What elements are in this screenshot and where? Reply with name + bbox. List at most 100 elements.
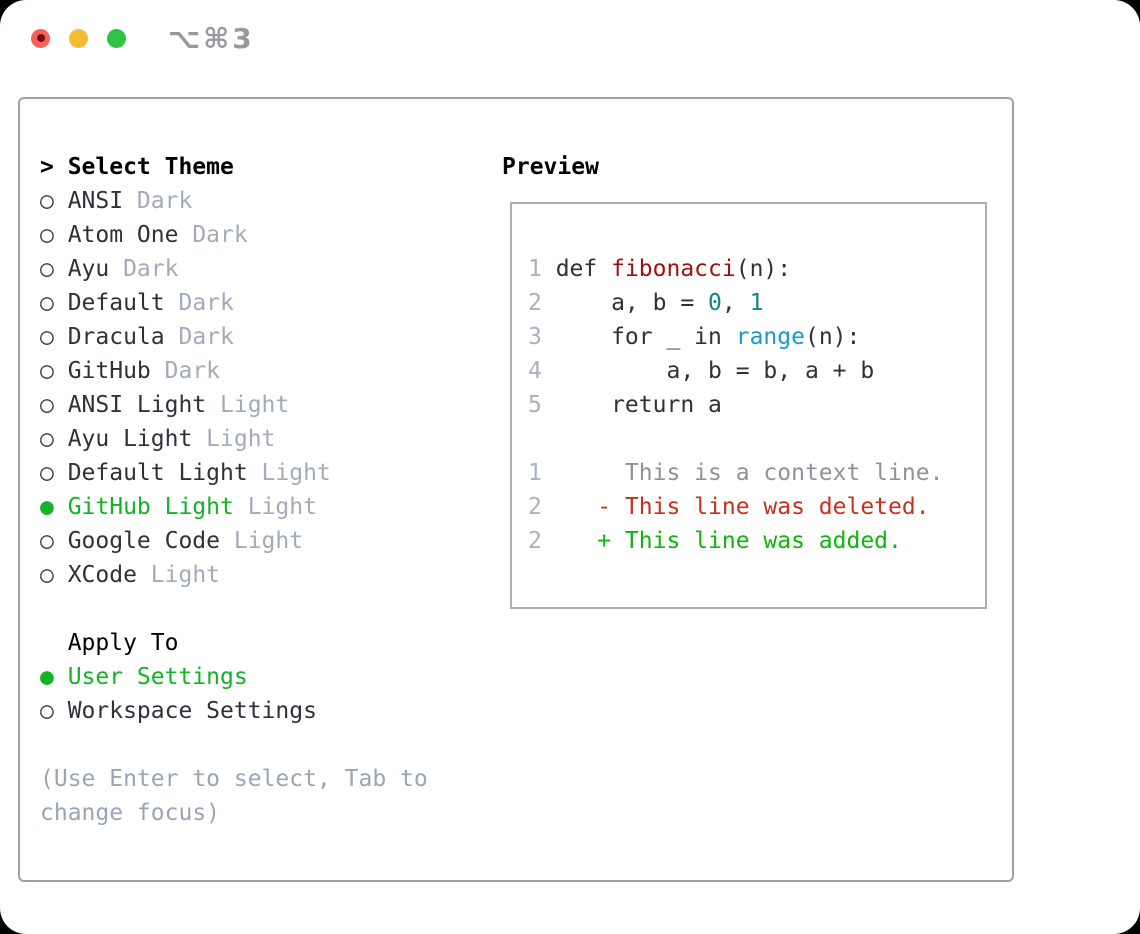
radio-unselected-icon: ○	[40, 358, 54, 384]
theme-option-label: ANSI	[67, 188, 124, 214]
theme-option-label: GitHub Light	[67, 494, 234, 520]
code-segment-code: a, b =	[541, 290, 709, 316]
theme-option-label: Default	[67, 290, 165, 316]
select-theme-label: Select Theme	[67, 154, 234, 180]
code-segment-add: + This line was added.	[541, 528, 902, 554]
radio-selected-icon: ●	[40, 664, 54, 690]
code-segment-num: 1	[749, 290, 764, 316]
code-line: 4 a, b = b, a + b	[528, 354, 985, 388]
apply-to-header: Apply To	[40, 626, 470, 660]
theme-variant-label: Light	[150, 562, 221, 588]
unsaved-dot-icon	[36, 34, 45, 42]
code-line: 2 a, b = 0, 1	[528, 286, 985, 320]
apply-option-user-settings[interactable]: ● User Settings	[40, 660, 470, 694]
line-number: 1	[528, 256, 542, 282]
code-segment-num: 0	[708, 290, 722, 316]
code-segment-code: ,	[721, 290, 750, 316]
code-segment-builtin: range	[735, 324, 805, 350]
theme-option-label: XCode	[67, 562, 137, 588]
theme-option-label: Atom One	[67, 222, 179, 248]
theme-variant-label: Light	[206, 426, 276, 452]
radio-unselected-icon: ○	[40, 460, 54, 486]
theme-option-label: Ayu	[67, 256, 110, 282]
radio-unselected-icon: ○	[40, 256, 54, 282]
apply-option-label: User Settings	[67, 664, 248, 690]
close-button[interactable]	[31, 28, 50, 48]
theme-option-xcode[interactable]: ○ XCode Light	[40, 558, 470, 592]
code-line: 5 return a	[528, 388, 985, 422]
theme-variant-label: Dark	[136, 188, 193, 214]
line-number: 2	[528, 528, 542, 554]
theme-option-default-light[interactable]: ○ Default Light Light	[40, 456, 470, 490]
apply-option-workspace-settings[interactable]: ○Workspace Settings	[40, 694, 470, 728]
apply-to-label: Apply To	[67, 630, 179, 656]
theme-variant-label: Dark	[164, 358, 221, 384]
theme-option-label: Default Light	[67, 460, 248, 486]
code-line: 1 def fibonacci(n):	[528, 252, 985, 286]
code-line: 2 + This line was added.	[528, 524, 985, 558]
radio-unselected-icon: ○	[40, 290, 54, 316]
theme-variant-label: Dark	[178, 290, 234, 316]
keyboard-hint: (Use Enter to select, Tab to change focu…	[40, 766, 442, 826]
theme-option-default[interactable]: ○ Default Dark	[40, 286, 470, 320]
line-number: 2	[528, 290, 542, 316]
line-number: 1	[528, 460, 542, 486]
theme-variant-label: Dark	[178, 324, 234, 350]
theme-option-label: Ayu Light	[67, 426, 193, 452]
theme-variant-label: Dark	[123, 256, 179, 282]
radio-unselected-icon: ○	[40, 324, 54, 350]
theme-option-ayu[interactable]: ○ Ayu Dark	[40, 252, 470, 286]
theme-option-github-light[interactable]: ● GitHub Light Light	[40, 490, 470, 524]
spacer	[40, 728, 470, 762]
window-title-shortcut: ⌥⌘3	[168, 21, 255, 55]
radio-unselected-icon: ○	[40, 698, 54, 724]
line-number: 5	[528, 392, 542, 418]
radio-unselected-icon: ○	[40, 188, 54, 214]
focus-caret-icon: >	[40, 154, 54, 180]
code-line	[528, 422, 985, 456]
theme-variant-label: Light	[261, 460, 331, 486]
theme-option-label: Dracula	[67, 324, 165, 350]
theme-option-label: GitHub	[67, 358, 151, 384]
line-number: 4	[528, 358, 542, 384]
code-segment-code: for _ in	[541, 324, 736, 350]
theme-option-dracula[interactable]: ○ Dracula Dark	[40, 320, 470, 354]
select-theme-header: > Select Theme	[40, 150, 470, 184]
traffic-lights	[31, 28, 126, 48]
radio-selected-icon: ●	[40, 494, 54, 520]
code-segment-code: (n):	[804, 324, 861, 350]
titlebar: ⌥⌘3	[0, 0, 1140, 76]
theme-variant-label: Light	[247, 494, 317, 520]
code-segment-context: This is a context line.	[541, 460, 944, 486]
code-segment-code: a, b = b, a + b	[541, 358, 875, 384]
code-segment-code: return a	[541, 392, 722, 418]
line-number: 3	[528, 324, 542, 350]
theme-option-ansi-light[interactable]: ○ ANSI Light Light	[40, 388, 470, 422]
radio-unselected-icon: ○	[40, 562, 54, 588]
theme-option-github[interactable]: ○ GitHub Dark	[40, 354, 470, 388]
radio-unselected-icon: ○	[40, 392, 54, 418]
code-segment-code: def	[541, 256, 612, 282]
theme-option-ansi[interactable]: ○ ANSI Dark	[40, 184, 470, 218]
code-line: 2 - This line was deleted.	[528, 490, 985, 524]
theme-variant-label: Light	[220, 392, 290, 418]
code-segment-func: fibonacci	[611, 256, 736, 282]
code-segment-code: (n):	[735, 256, 792, 282]
code-segment-del: - This line was deleted.	[541, 494, 930, 520]
apply-to-list: ● User Settings ○Workspace Settings	[40, 660, 470, 728]
code-line: 1 This is a context line.	[528, 456, 985, 490]
radio-unselected-icon: ○	[40, 222, 54, 248]
theme-option-label: ANSI Light	[67, 392, 207, 418]
minimize-button[interactable]	[69, 28, 88, 48]
theme-variant-label: Light	[233, 528, 304, 554]
zoom-button[interactable]	[107, 28, 126, 48]
